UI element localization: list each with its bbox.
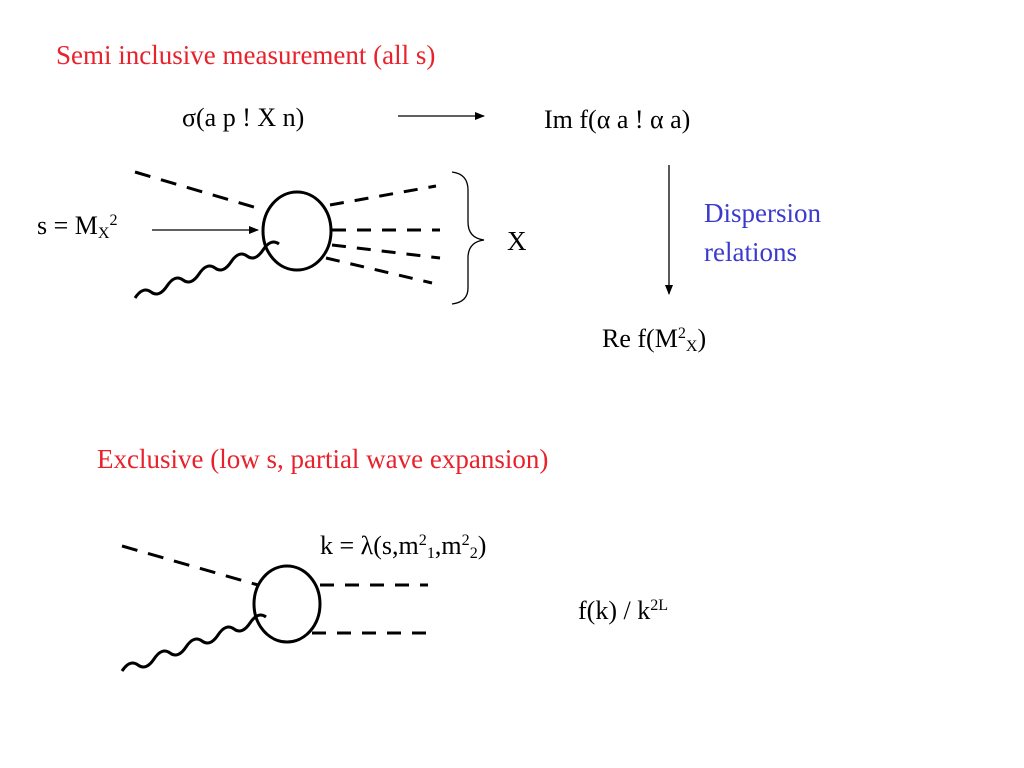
outgoing-dashed-line-1 <box>329 184 437 207</box>
dispersion-relations-label: Dispersion relations <box>704 194 821 272</box>
real-part-prefix: Re f(M <box>602 324 678 353</box>
incoming-photon-wavy-line <box>120 613 267 672</box>
outgoing-dashed-line-3 <box>331 243 441 260</box>
semi-inclusive-diagram <box>133 170 441 299</box>
real-part-suffix: ) <box>697 324 707 353</box>
imaginary-part-label: Im f(α a ! α a) <box>544 105 691 134</box>
semi-inclusive-heading: Semi inclusive measurement (all s) <box>56 40 436 70</box>
real-part-sub: X <box>685 338 698 356</box>
incoming-dashed-line <box>134 170 265 212</box>
energy-sup: 2 <box>109 212 118 230</box>
exclusive-heading: Exclusive (low s, partial wave expansion… <box>97 444 549 474</box>
energy-label: s = MX2 <box>37 211 118 243</box>
momentum-sub-2: 2 <box>469 545 478 563</box>
final-state-label: X <box>507 226 527 256</box>
momentum-part-c: ,m <box>434 531 462 560</box>
momentum-sup-2: 2 <box>461 532 470 550</box>
momentum-part-a: k = λ(s,m <box>320 531 419 560</box>
exclusive-diagram <box>120 544 428 672</box>
proportionality-label: f(k) / k2L <box>578 598 668 624</box>
incoming-photon-wavy-line <box>133 240 280 299</box>
momentum-part-d: ) <box>477 531 487 560</box>
dispersion-line-2: relations <box>704 237 797 267</box>
cross-section-label: σ(a p ! X n) <box>182 103 305 132</box>
real-part-label: Re f(M2X) <box>602 324 707 356</box>
final-state-brace <box>451 171 485 305</box>
incoming-dashed-line <box>121 544 259 587</box>
proportionality-prefix: f(k) / k <box>578 596 651 625</box>
interaction-blob <box>261 190 333 272</box>
energy-prefix: s = M <box>37 211 98 240</box>
momentum-sub-1: 1 <box>426 545 435 563</box>
interaction-blob <box>252 564 322 644</box>
proportionality-sup: 2L <box>650 597 669 615</box>
energy-sub: X <box>97 225 110 243</box>
momentum-label: k = λ(s,m21,m22) <box>320 531 487 563</box>
outgoing-dashed-line-4 <box>325 256 433 285</box>
dispersion-line-1: Dispersion <box>704 198 821 228</box>
momentum-sup-1: 2 <box>418 532 427 550</box>
real-part-sup: 2 <box>677 325 686 343</box>
